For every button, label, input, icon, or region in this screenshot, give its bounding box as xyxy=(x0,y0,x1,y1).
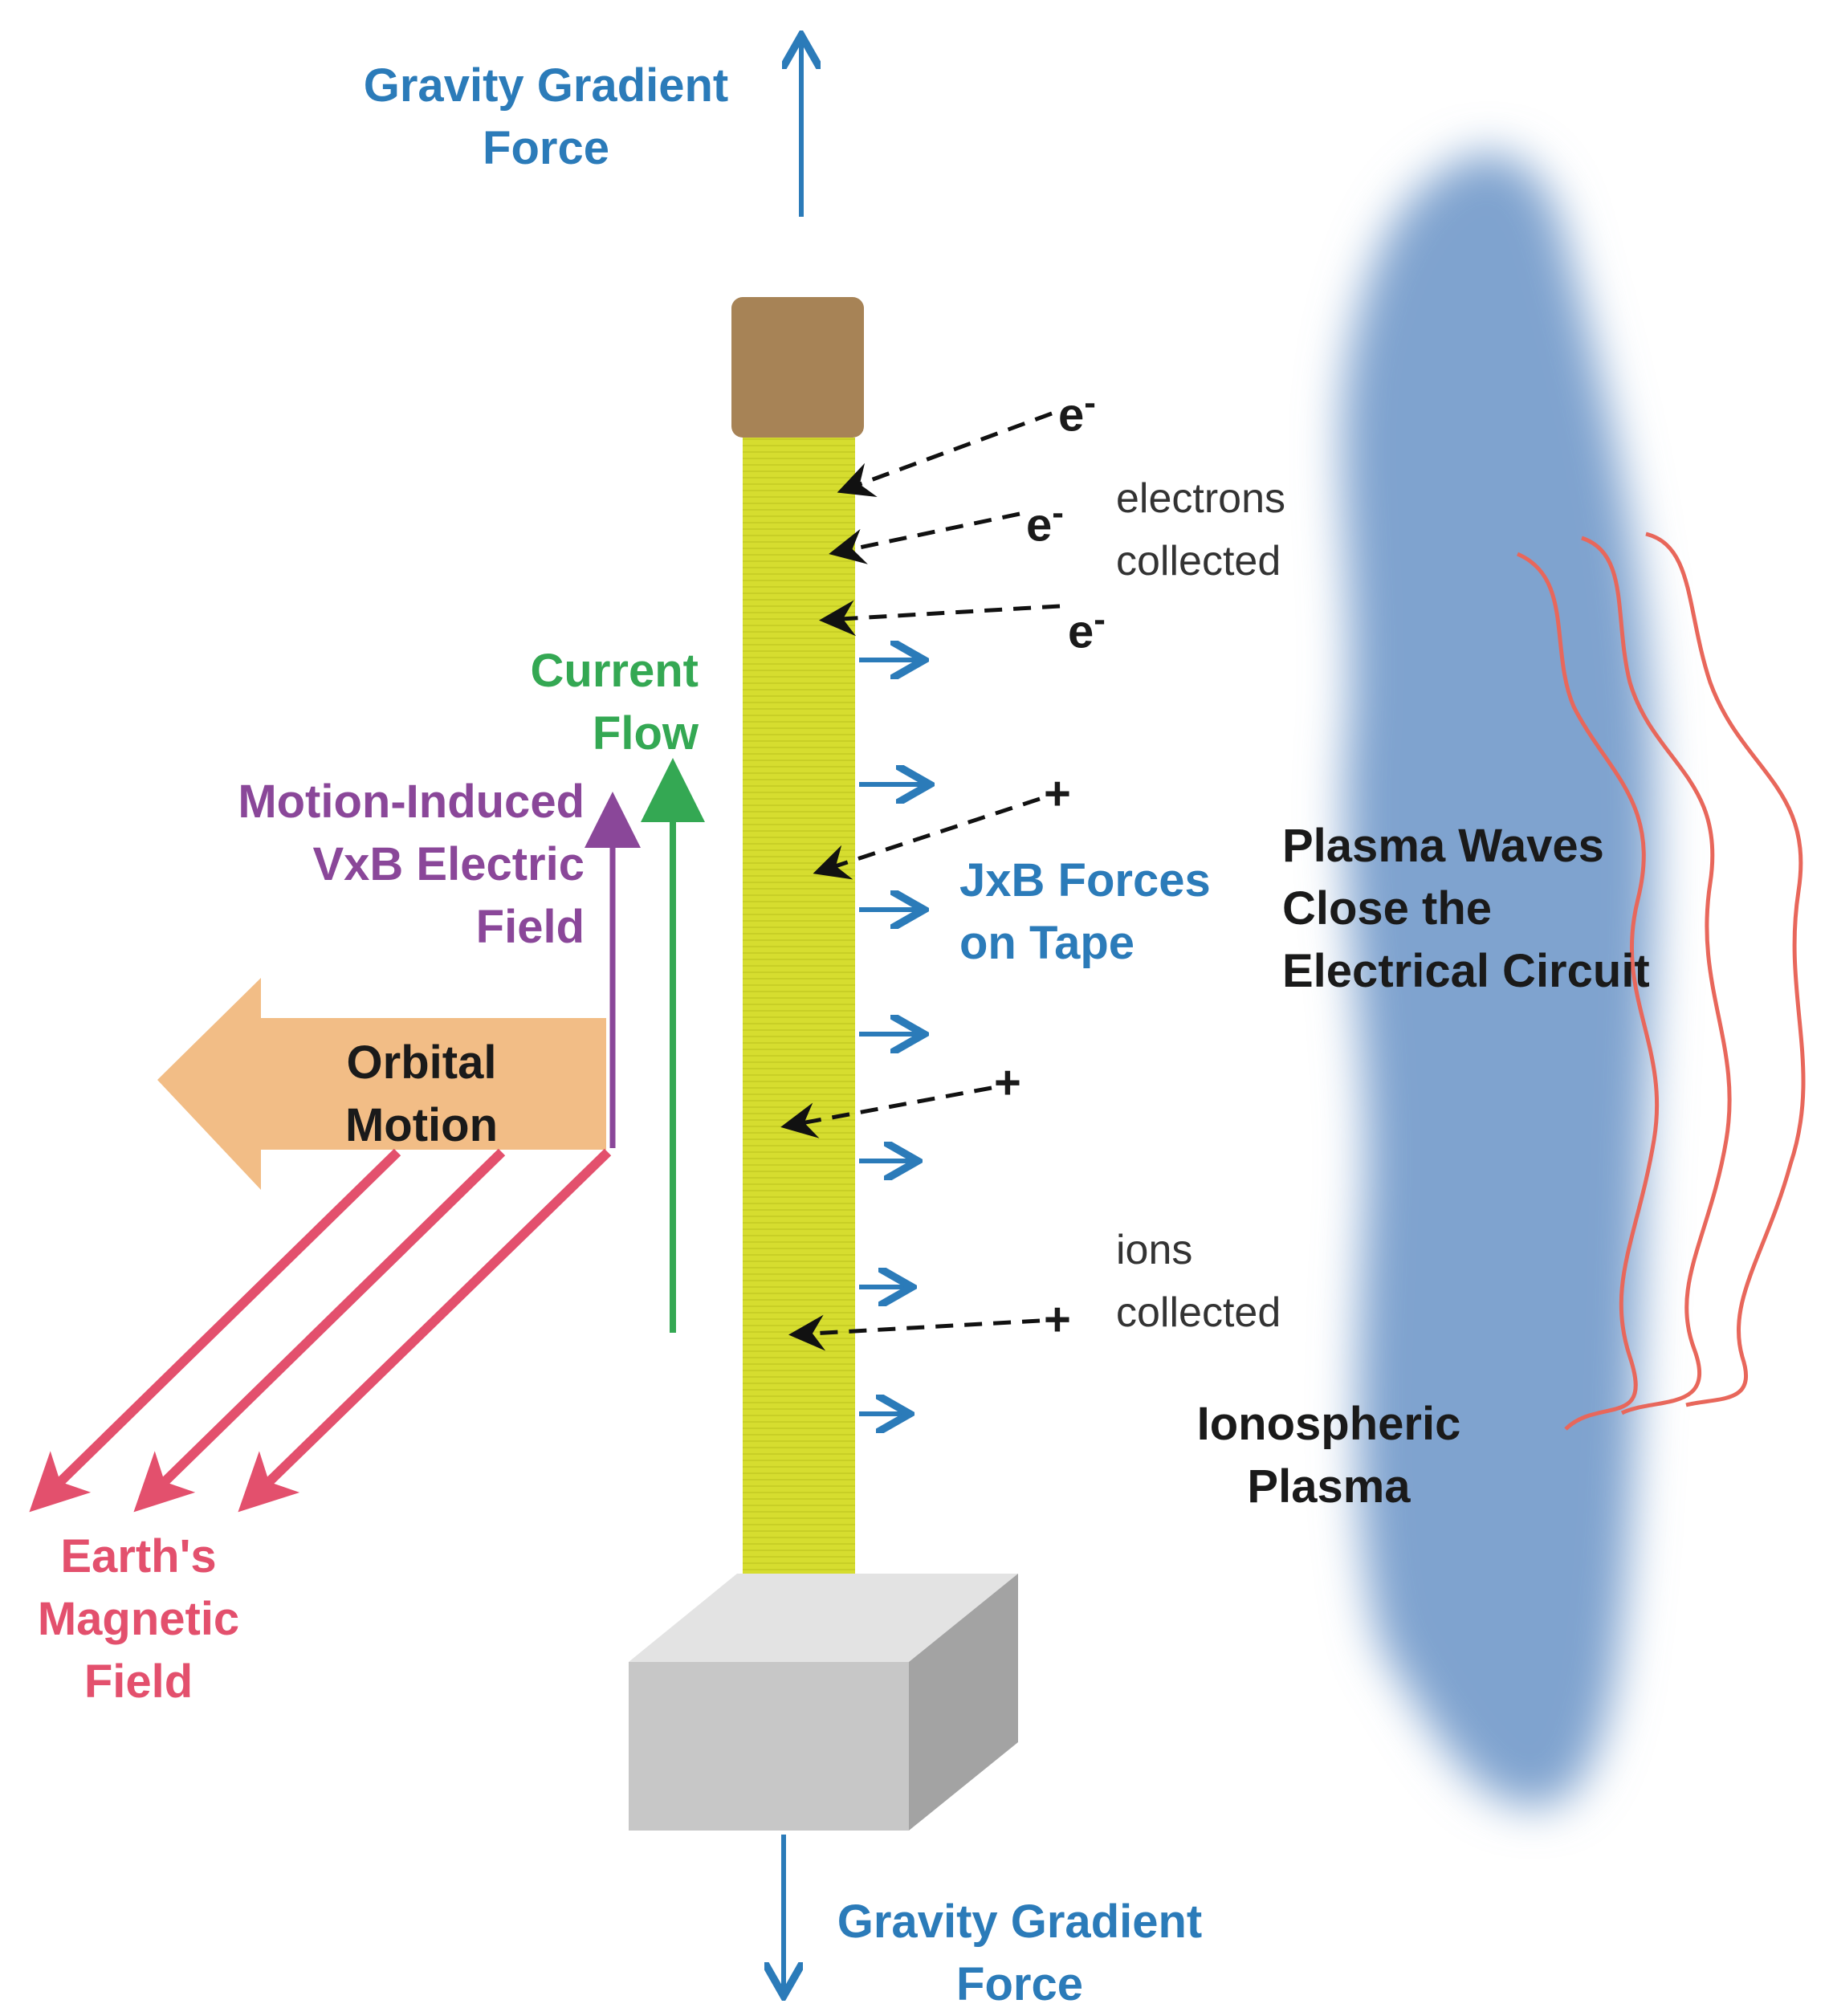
magnetic-field-arrows xyxy=(29,1148,612,1513)
ion-arrows xyxy=(780,796,1041,1351)
deployer-box-side xyxy=(909,1574,1018,1831)
jxb-force-arrows xyxy=(859,660,925,1414)
ion-label-3: + xyxy=(1044,1293,1071,1346)
deployer-box-front xyxy=(629,1662,909,1831)
electron-arrows xyxy=(819,411,1061,637)
ion-label-2: + xyxy=(994,1057,1021,1109)
magnetic-field-arrow-3 xyxy=(238,1148,612,1513)
magnetic-field-arrow-1 xyxy=(29,1148,401,1513)
orbital-motion-arrow xyxy=(157,978,606,1190)
end-mass xyxy=(731,297,864,438)
plasma-waves xyxy=(1517,531,1806,1431)
plasma-wave-2 xyxy=(1581,536,1732,1415)
deployer-box xyxy=(629,1574,1018,1831)
plasma-wave-1 xyxy=(1517,552,1660,1431)
electron-label-1: e- xyxy=(1058,383,1096,442)
electron-arrow-3 xyxy=(819,600,1061,637)
ion-label-1: + xyxy=(1044,768,1071,820)
ion-arrow-1 xyxy=(813,796,1041,880)
electron-arrow-2 xyxy=(829,511,1020,564)
ion-arrow-3 xyxy=(788,1314,1041,1351)
tether-tape xyxy=(743,438,855,1614)
deployer-box-top xyxy=(629,1574,1018,1662)
magnetic-field-arrow-2 xyxy=(133,1148,506,1513)
electron-label-3: e- xyxy=(1068,600,1106,658)
plasma-wave-3 xyxy=(1645,531,1806,1407)
electron-arrow-1 xyxy=(837,411,1053,498)
ion-arrow-2 xyxy=(780,1085,992,1138)
electron-label-2: e- xyxy=(1026,493,1064,552)
ionospheric-plasma-cloud xyxy=(1342,153,1656,1808)
